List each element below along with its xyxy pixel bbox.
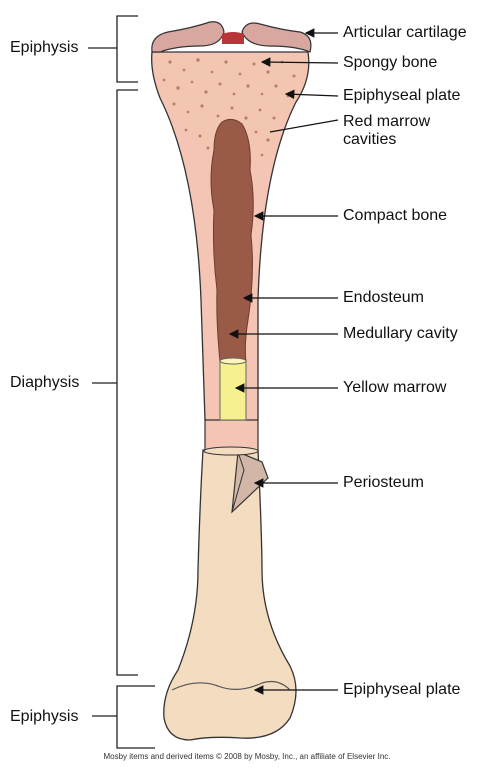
label-spongy-bone: Spongy bone: [343, 54, 438, 71]
label-epiphysis-top: Epiphysis: [10, 39, 79, 56]
articular-cartilage-left: [151, 21, 225, 53]
diaphysis-bracket: [116, 89, 138, 676]
lower-bone-shaft: [163, 449, 297, 741]
medullary-cavity-shape: [210, 118, 254, 363]
leader-lines: [228, 28, 339, 695]
label-epiphysis-bottom: Epiphysis: [10, 708, 79, 725]
label-red-marrow-cavities: Red marrow cavities: [343, 113, 431, 148]
label-endosteum: Endosteum: [343, 289, 424, 306]
label-epiphyseal-plate-top: Epiphyseal plate: [343, 87, 461, 104]
epiphysis-bottom-bracket: [116, 685, 155, 749]
label-yellow-marrow: Yellow marrow: [343, 379, 447, 396]
label-diaphysis: Diaphysis: [10, 374, 80, 391]
epiphysis-top-bracket: [116, 15, 138, 83]
label-medullary-cavity: Medullary cavity: [343, 325, 458, 342]
label-compact-bone: Compact bone: [343, 207, 448, 224]
yellow-marrow-shape: [219, 359, 247, 421]
articular-cartilage-right: [241, 22, 312, 53]
lower-epiphyseal-line: [171, 680, 291, 691]
periosteum-flap: [231, 451, 269, 514]
label-epiphyseal-plate-bottom: Epiphyseal plate: [343, 681, 461, 698]
spongy-bone-texture: [162, 58, 296, 157]
label-periosteum: Periosteum: [343, 474, 424, 491]
copyright-credit: Mosby items and derived items © 2008 by …: [103, 752, 391, 761]
label-articular-cartilage: Articular cartilage: [343, 24, 467, 41]
